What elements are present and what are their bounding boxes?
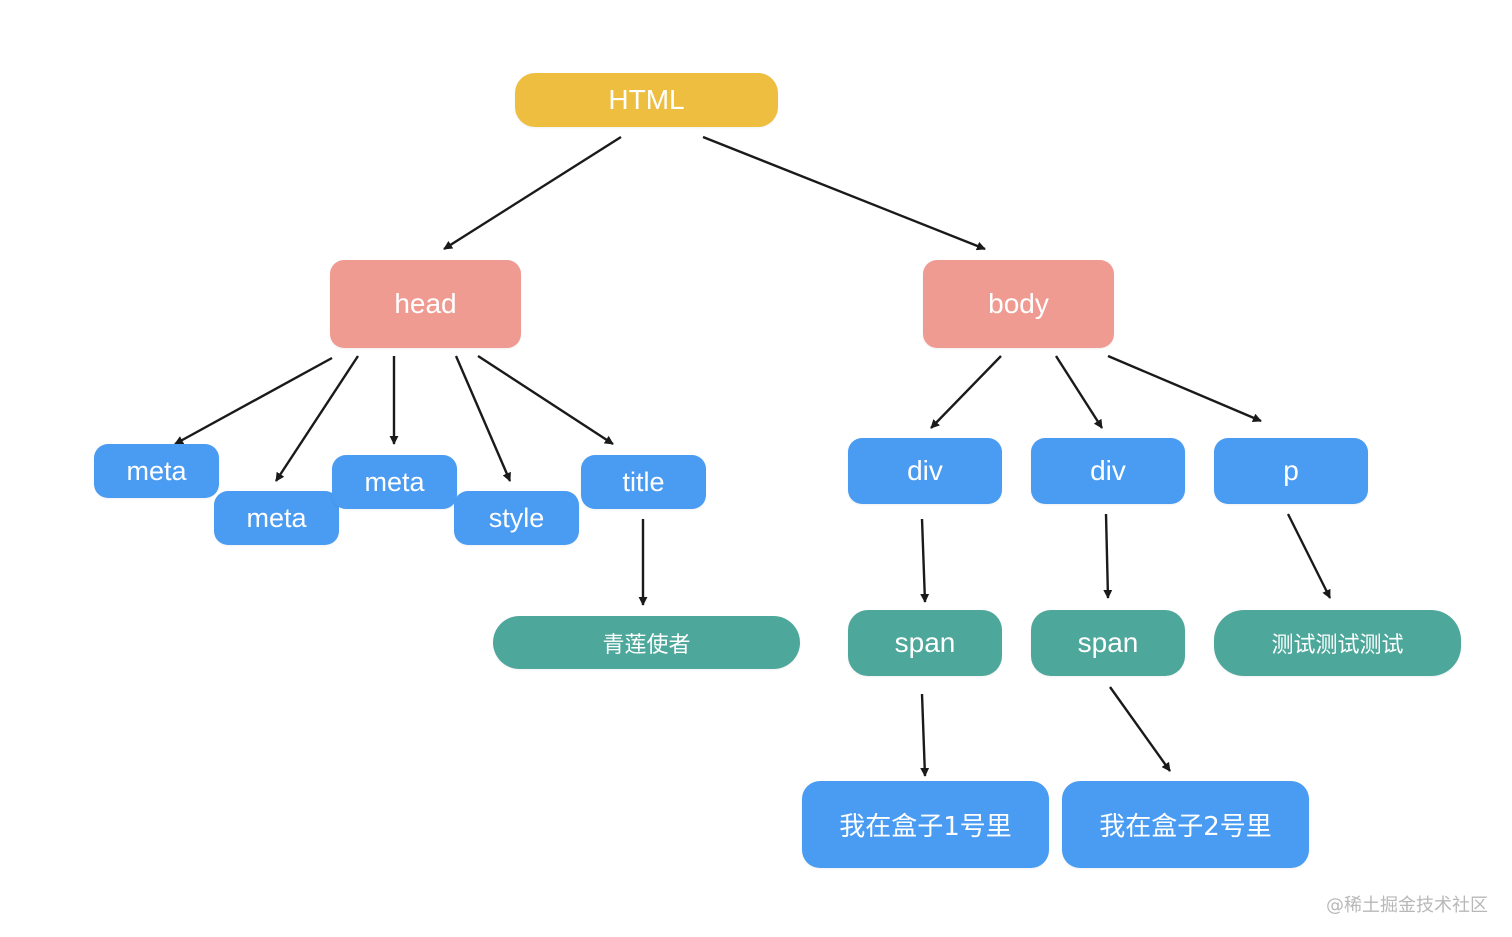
node-body: body (923, 260, 1114, 348)
edge-div2-to-span2 (1103, 513, 1113, 599)
edge-span2-to-box2_text (1109, 686, 1171, 772)
node-span-1: span (848, 610, 1002, 676)
node-meta-1: meta (94, 444, 219, 498)
edge-body-to-div2 (1054, 355, 1104, 429)
edge-head-to-style (454, 355, 512, 482)
node-title: title (581, 455, 706, 509)
node-p-text: 测试测试测试 (1214, 610, 1461, 676)
edge-head-to-meta1 (174, 356, 333, 446)
edge-head-to-meta2 (274, 355, 360, 482)
edge-div1-to-span1 (920, 518, 930, 603)
node-style: style (454, 491, 579, 545)
watermark: @稀土掘金技术社区 (1326, 895, 1488, 916)
edge-html-to-body (702, 135, 986, 251)
edge-head-to-title (477, 354, 614, 446)
node-head: head (330, 260, 521, 348)
edge-html-to-head (443, 135, 622, 251)
node-box2-text: 我在盒子2号里 (1062, 781, 1309, 868)
node-box1-text: 我在盒子1号里 (802, 781, 1049, 868)
node-p: p (1214, 438, 1368, 504)
edge-p-to-p_text (1286, 513, 1332, 599)
node-meta-3: meta (332, 455, 457, 509)
node-div-1: div (848, 438, 1002, 504)
edge-span1-to-box1_text (920, 693, 930, 777)
node-title-text: 青莲使者 (493, 616, 800, 669)
node-div-2: div (1031, 438, 1185, 504)
edge-body-to-div1 (930, 355, 1002, 429)
edge-body-to-p (1107, 354, 1262, 423)
node-html: HTML (515, 73, 778, 127)
node-span-2: span (1031, 610, 1185, 676)
node-meta-2: meta (214, 491, 339, 545)
